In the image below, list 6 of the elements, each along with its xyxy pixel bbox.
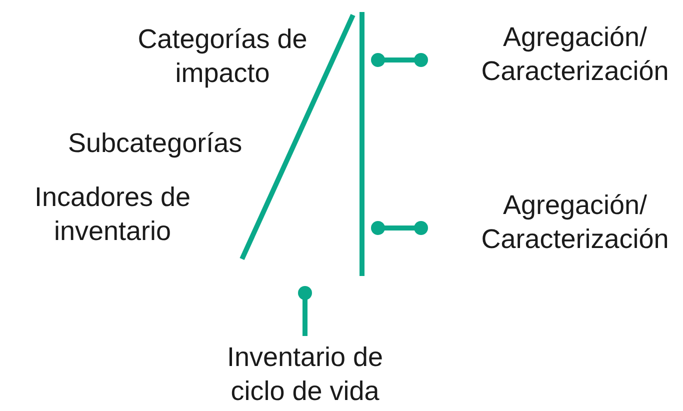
label-text: Inventario de ciclo de vida	[226, 341, 384, 408]
label-text: Categorías de impacto	[136, 23, 308, 90]
label-text: Incadores de inventario	[33, 181, 192, 248]
label-text: Agregación/ Caracterización	[480, 189, 670, 256]
label-text: Subcategorías	[68, 127, 244, 160]
label-text: Agregación/ Caracterización	[480, 21, 670, 88]
